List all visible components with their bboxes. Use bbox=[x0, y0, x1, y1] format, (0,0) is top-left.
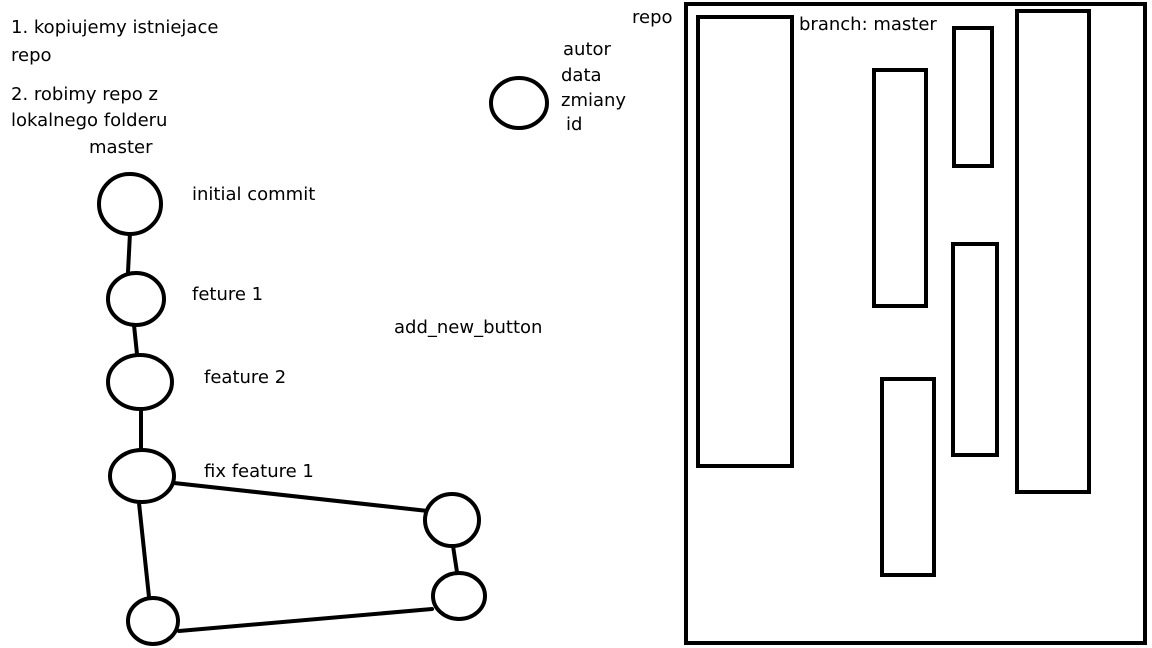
step2-line1: 2. robimy repo z bbox=[11, 84, 158, 105]
repo-block-6 bbox=[880, 377, 936, 577]
commit-label-fix: fix feature 1 bbox=[204, 461, 314, 482]
commit-label-feature1: feture 1 bbox=[192, 284, 264, 305]
commit-node-feature2 bbox=[106, 353, 174, 411]
repo-branch-label: branch: master bbox=[799, 14, 937, 35]
repo-block-3 bbox=[952, 26, 994, 168]
edge-initial-to-f1 bbox=[126, 231, 132, 274]
edge-fix-to-bottom bbox=[137, 501, 151, 599]
commit-legend-node bbox=[489, 76, 549, 130]
branch-master-label: master bbox=[89, 137, 153, 158]
repo-block-1 bbox=[696, 15, 794, 468]
repo-block-5 bbox=[951, 242, 999, 457]
edge-branch1-to-branch2 bbox=[451, 544, 459, 574]
commit-edges bbox=[126, 231, 459, 633]
commit-node-branch2 bbox=[431, 571, 487, 621]
legend-autor: autor bbox=[563, 39, 611, 60]
branch-name-label: add_new_button bbox=[394, 317, 543, 338]
edge-f1-to-f2 bbox=[132, 323, 139, 356]
legend-id: id bbox=[566, 114, 583, 135]
commit-node-feature1 bbox=[106, 271, 166, 327]
repo-label: repo bbox=[632, 7, 673, 28]
repo-box bbox=[684, 2, 1147, 645]
commit-node-bottom bbox=[126, 596, 180, 646]
commit-node-branch1 bbox=[423, 492, 481, 548]
step2-line2: lokalnego folderu bbox=[11, 110, 168, 131]
commit-node-initial bbox=[97, 172, 163, 236]
edge-fix-to-branch1 bbox=[172, 481, 430, 513]
legend-zmiany: zmiany bbox=[561, 90, 627, 111]
commit-label-initial: initial commit bbox=[192, 184, 316, 205]
commit-nodes bbox=[97, 76, 549, 646]
edge-branch2-to-bottom bbox=[177, 607, 434, 633]
step1-line1: 1. kopiujemy istniejace bbox=[11, 17, 219, 38]
legend-data: data bbox=[561, 65, 602, 86]
repo-block-2 bbox=[872, 68, 928, 308]
repo-block-4 bbox=[1015, 9, 1091, 494]
commit-node-fix bbox=[108, 448, 176, 504]
commit-label-feature2: feature 2 bbox=[204, 367, 287, 388]
repo-diagram bbox=[684, 2, 1147, 645]
step1-line2: repo bbox=[11, 45, 52, 66]
